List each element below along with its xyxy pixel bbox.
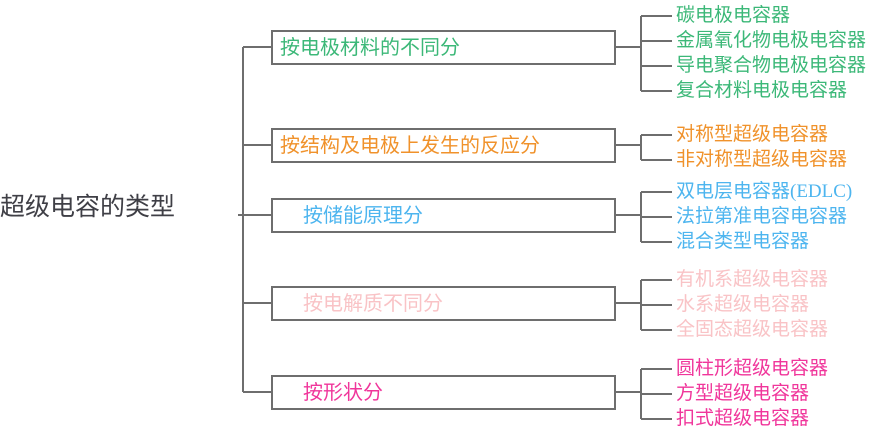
category-box-electrode-material[interactable]: 按电极材料的不同分 <box>271 30 616 65</box>
category-label: 按结构及电极上发生的反应分 <box>280 134 540 157</box>
leaf-item[interactable]: 复合材料电极电容器 <box>676 80 848 101</box>
leaf-item[interactable]: 有机系超级电容器 <box>676 269 829 290</box>
category-box-shape[interactable]: 按形状分 <box>271 375 616 410</box>
leaf-item[interactable]: 对称型超级电容器 <box>676 124 829 145</box>
category-box-electrolyte[interactable]: 按电解质不同分 <box>271 286 616 321</box>
leaf-item[interactable]: 导电聚合物电极电容器 <box>676 55 867 76</box>
root-node-label: 超级电容的类型 <box>0 194 176 221</box>
category-label: 按电极材料的不同分 <box>280 36 460 59</box>
leaf-item[interactable]: 碳电极电容器 <box>676 5 791 26</box>
leaf-item[interactable]: 水系超级电容器 <box>676 294 810 315</box>
leaf-item[interactable]: 方型超级电容器 <box>676 383 810 404</box>
leaf-item[interactable]: 扣式超级电容器 <box>676 408 810 429</box>
leaf-item[interactable]: 法拉第准电容电容器 <box>676 206 848 227</box>
leaf-item[interactable]: 双电层电容器(EDLC) <box>676 181 853 202</box>
category-box-energy-storage-principle[interactable]: 按储能原理分 <box>271 198 616 233</box>
leaf-item[interactable]: 非对称型超级电容器 <box>676 149 848 170</box>
leaf-item[interactable]: 金属氧化物电极电容器 <box>676 30 867 51</box>
category-box-structure-reaction[interactable]: 按结构及电极上发生的反应分 <box>271 128 616 163</box>
category-label: 按电解质不同分 <box>303 292 443 315</box>
leaf-item[interactable]: 全固态超级电容器 <box>676 319 829 340</box>
category-label: 按储能原理分 <box>303 204 423 227</box>
leaf-item[interactable]: 混合类型电容器 <box>676 231 810 252</box>
leaf-item[interactable]: 圆柱形超级电容器 <box>676 358 829 379</box>
category-label: 按形状分 <box>303 381 383 404</box>
